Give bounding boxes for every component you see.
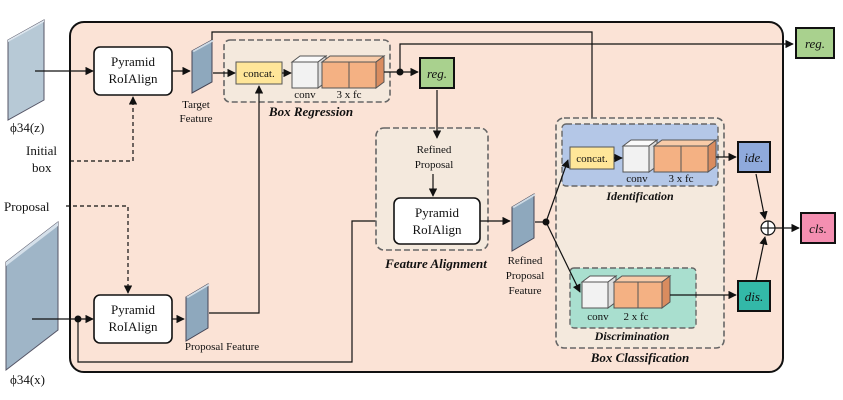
reg-output-outer: reg.: [795, 27, 835, 59]
refined-proposal-label-2: Proposal: [415, 159, 454, 171]
target-feature-label-1: Target: [182, 99, 210, 111]
roi-top-line2: RoIAlign: [108, 71, 158, 86]
box-classification-title: Box Classification: [590, 350, 690, 365]
ide-label: ide.: [744, 150, 763, 165]
conv-block-1: [290, 55, 328, 89]
arrow-dis-to-sum: [755, 236, 768, 281]
arrow-x-to-alignment: [77, 216, 393, 363]
reg-output-inner: reg.: [419, 57, 455, 89]
input-slab-x: [5, 220, 59, 372]
feature-alignment-title: Feature Alignment: [384, 256, 487, 271]
sum-node: [760, 220, 776, 236]
arrow-initial-box: [70, 96, 138, 162]
phi-x-label: ϕ34(x): [10, 372, 45, 387]
fc-block-1: [320, 55, 386, 89]
concat-label-2: concat.: [576, 153, 608, 165]
concat-box-1: concat.: [235, 61, 283, 85]
dis-output: dis.: [737, 280, 771, 312]
roi-middle-line1: Pyramid: [415, 205, 460, 220]
target-feature-slab: [191, 39, 214, 94]
initial-box-label-1: Initial: [26, 143, 57, 158]
roi-top-line1: Pyramid: [111, 54, 156, 69]
identification-title: Identification: [605, 189, 674, 203]
roi-middle-line2: RoIAlign: [412, 222, 462, 237]
fc-label-2: 3 x fc: [668, 173, 693, 185]
refined-feature-label-1: Refined: [508, 255, 543, 267]
phi-z-label: ϕ34(z): [10, 120, 44, 135]
cls-output: cls.: [800, 212, 836, 244]
concat-label-1: concat.: [243, 68, 275, 80]
arrow-target-to-identification: [211, 31, 597, 147]
conv-block-2: [621, 139, 659, 173]
arrow-ide-to-sum: [755, 173, 768, 220]
ide-output: ide.: [737, 141, 771, 173]
conv-label-1: conv: [294, 89, 316, 101]
target-feature-label-2: Feature: [180, 113, 213, 125]
fc-label-3: 2 x fc: [623, 311, 648, 323]
arrow-proposal-feature-to-concat: [209, 85, 264, 314]
proposal-feature-label: Proposal Feature: [185, 341, 259, 353]
refined-feature-slab: [511, 193, 536, 252]
roi-align-top: Pyramid RoIAlign: [93, 46, 173, 96]
arrow-split-to-identification: [545, 159, 570, 223]
dis-label: dis.: [745, 289, 763, 304]
cls-label: cls.: [809, 221, 827, 236]
arrow-proposal: [66, 205, 133, 294]
fc-label-1: 3 x fc: [336, 89, 361, 101]
proposal-label: Proposal: [4, 199, 50, 214]
refined-feature-label-2: Proposal: [506, 270, 545, 282]
roi-bottom-line2: RoIAlign: [108, 319, 158, 334]
arrow-split-to-discrimination: [545, 221, 581, 293]
reg-outer-label: reg.: [805, 36, 825, 51]
roi-bottom-line1: Pyramid: [111, 302, 156, 317]
initial-box-label-2: box: [32, 160, 52, 175]
arrow-to-reg-outer: [399, 39, 794, 72]
roi-align-middle: Pyramid RoIAlign: [393, 197, 481, 245]
concat-box-2: concat.: [569, 146, 615, 170]
conv-block-3: [580, 275, 618, 309]
proposal-feature-slab: [185, 283, 210, 342]
conv-label-3: conv: [587, 311, 609, 323]
discrimination-title: Discrimination: [594, 329, 670, 343]
roi-align-bottom: Pyramid RoIAlign: [93, 294, 173, 344]
conv-label-2: conv: [626, 173, 648, 185]
refined-proposal-label-1: Refined: [417, 144, 452, 156]
reg-inner-label: reg.: [427, 66, 447, 81]
fc-block-3: [612, 275, 672, 309]
fc-block-2: [652, 139, 718, 173]
input-slab-z: [7, 19, 45, 121]
refined-feature-label-3: Feature: [509, 285, 542, 297]
box-regression-title: Box Regression: [268, 104, 353, 119]
